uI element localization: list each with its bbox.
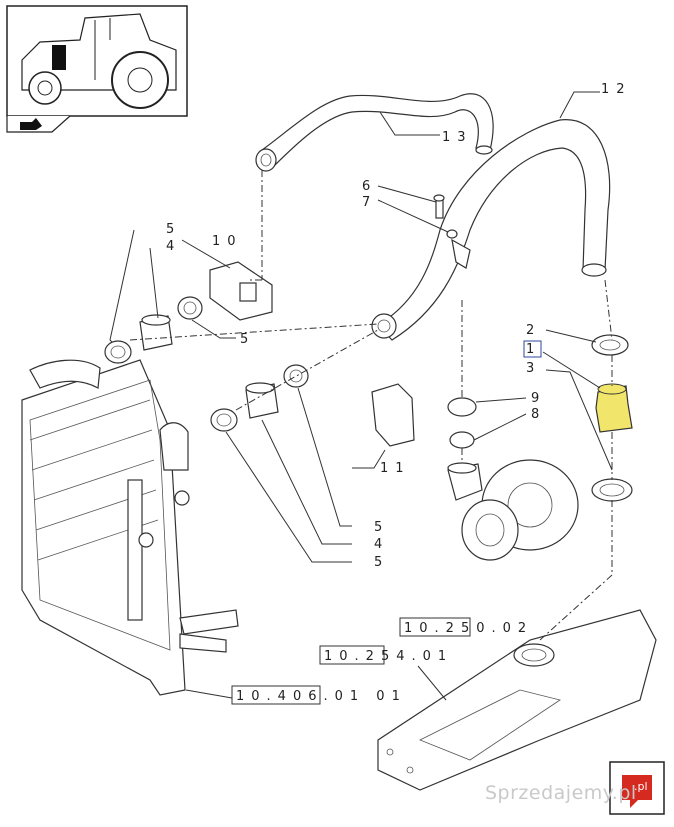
callout-12: 12	[601, 82, 632, 97]
nut-7	[446, 229, 458, 239]
reference-10-406-01-01: 10.406.01 01	[236, 689, 407, 704]
reference-10-254-01: 10.254.01	[324, 649, 453, 664]
clamp-lower-left	[210, 408, 238, 432]
sprzedajemy-logo: .pl	[609, 761, 665, 815]
hose-12	[371, 119, 611, 341]
clamp-3	[591, 478, 633, 502]
bolt-6	[433, 194, 445, 219]
hose-13	[255, 93, 494, 172]
callout-7: 7	[362, 195, 370, 210]
intake-manifold	[377, 609, 657, 791]
logo-text: .pl	[634, 780, 648, 793]
callout-5-lower: 5	[374, 520, 382, 535]
callout-8: 8	[531, 407, 539, 422]
callout-10: 10	[212, 234, 243, 249]
ring-8	[449, 431, 475, 449]
callout-5-lower-bottom: 5	[374, 555, 382, 570]
watermark: Sprzedajemy.pl	[485, 782, 637, 804]
callout-13: 13	[442, 130, 473, 145]
leader-lines	[109, 91, 613, 701]
callout-2: 2	[526, 323, 534, 338]
assembly-lines	[129, 170, 613, 641]
coupling-lower	[245, 382, 279, 419]
callout-4-lower: 4	[374, 537, 382, 552]
clamp-upper-right	[177, 296, 203, 320]
callout-5-upper-right: 5	[240, 332, 248, 347]
clamp-2	[591, 334, 629, 356]
turbocharger	[447, 459, 579, 561]
bracket-11	[371, 383, 415, 447]
reference-10-250-02: 10.250.02	[404, 621, 533, 636]
clamp-9	[447, 397, 477, 417]
callout-1: 1	[526, 342, 534, 357]
coupling-upper	[139, 314, 173, 351]
tractor-thumbnail	[6, 5, 188, 133]
clamp-upper-left	[104, 340, 132, 364]
callout-4-upper: 4	[166, 239, 174, 254]
callout-3: 3	[526, 361, 534, 376]
intercooler	[21, 359, 239, 696]
hose-1-highlighted	[595, 383, 633, 433]
callout-9: 9	[531, 391, 539, 406]
clip-10	[209, 261, 273, 321]
clamp-lower-right	[283, 364, 309, 388]
reference-boxes	[231, 340, 542, 705]
callout-5-upper: 5	[166, 222, 174, 237]
callout-11: 11	[380, 461, 411, 476]
callout-6: 6	[362, 179, 370, 194]
